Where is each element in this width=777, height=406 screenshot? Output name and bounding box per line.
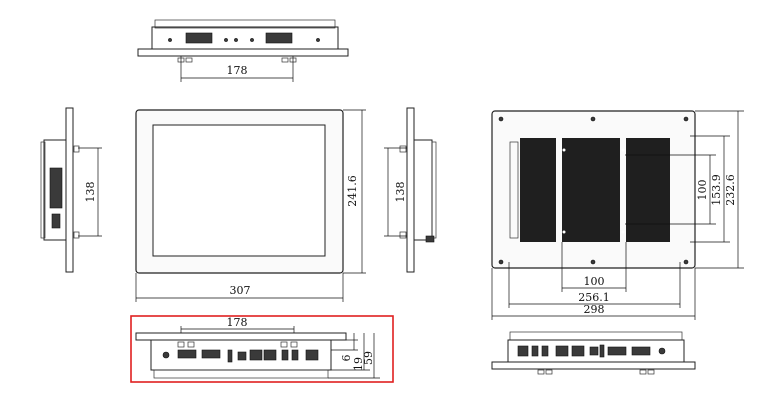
front-view: 241.6 307	[135, 109, 366, 302]
side-ports	[49, 167, 63, 209]
rear-inner-width-label: 100	[584, 275, 605, 288]
right-side-view: 138	[384, 107, 437, 273]
rear-mid-height-label: 153.9	[710, 174, 723, 206]
heatsink-fins	[520, 138, 670, 242]
top-view-fins	[154, 19, 336, 29]
bottom-depth-small-label: 6	[340, 355, 353, 362]
front-height-label: 241.6	[346, 175, 359, 207]
highlight-box	[130, 315, 394, 383]
db-connector-right	[265, 32, 293, 44]
top-view-width-label: 178	[227, 64, 248, 77]
bottom-io-ports	[162, 349, 319, 363]
rear-outer-width-label: 298	[584, 303, 605, 316]
rear-outer-height-label: 232.6	[724, 174, 737, 206]
db-connector-left	[185, 32, 213, 44]
left-side-view: 138	[40, 107, 102, 273]
bottom-view-rear	[491, 331, 696, 375]
rear-mid-width-label: 256.1	[578, 291, 610, 304]
top-view: 178	[137, 19, 349, 82]
front-screen	[152, 124, 326, 257]
bottom-rear-io-ports	[517, 344, 666, 358]
rear-logo-strip	[509, 141, 519, 239]
bottom-depth-large-label: 59	[362, 351, 375, 365]
right-side-height-label: 138	[394, 182, 407, 203]
rear-view: 100 153.9 232.6 100 256.1 298	[491, 110, 744, 320]
left-side-height-label: 138	[84, 182, 97, 203]
bottom-width-label: 178	[227, 316, 248, 329]
bottom-view: 178 6 19 59	[130, 315, 394, 383]
front-width-label: 307	[230, 284, 251, 297]
bottom-depth-mid-label: 19	[352, 357, 365, 371]
rear-inner-height-label: 100	[696, 180, 709, 201]
